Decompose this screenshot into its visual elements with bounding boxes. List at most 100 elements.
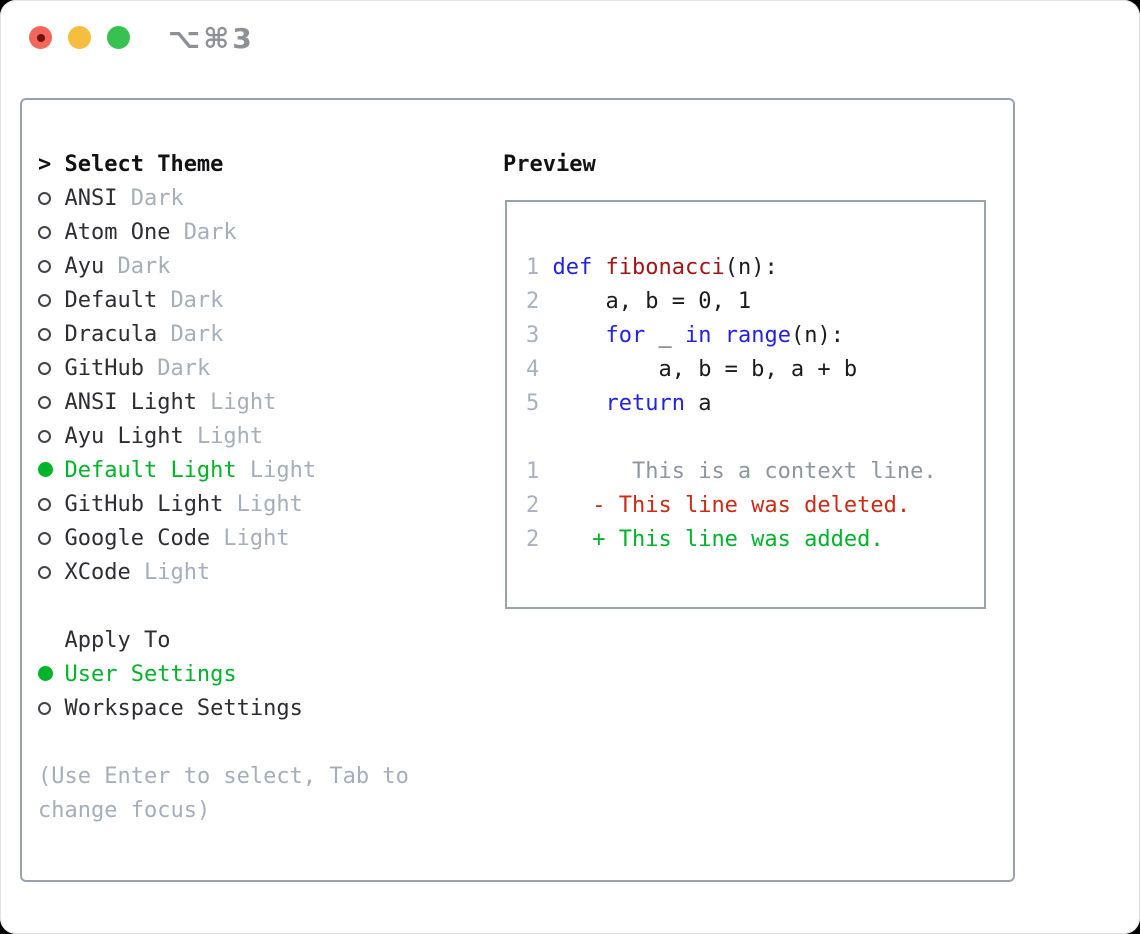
apply-option-workspace-settings[interactable]: Workspace Settings xyxy=(38,692,409,726)
theme-name: Default Light xyxy=(64,458,237,483)
theme-name: Dracula xyxy=(64,322,158,347)
code-line: 5 return a xyxy=(526,387,984,421)
code-segment-kw: return xyxy=(605,391,685,416)
radio-icon xyxy=(38,556,64,590)
apply-option-user-settings[interactable]: User Settings xyxy=(38,658,409,692)
radio-icon xyxy=(38,216,64,250)
theme-variant-label: Light xyxy=(223,526,290,551)
theme-variant-label: Dark xyxy=(157,356,211,381)
code-line: 1 def fibonacci(n): xyxy=(526,251,984,285)
theme-name: Google Code xyxy=(64,526,211,551)
code-segment-plain: a, b = 0, 1 xyxy=(552,289,752,314)
code-segment-plain xyxy=(711,323,724,348)
radio-unselected-icon xyxy=(38,702,51,715)
theme-name: Atom One xyxy=(64,220,171,245)
code-line xyxy=(526,421,984,455)
code-segment-num: 3 xyxy=(526,323,553,348)
code-segment-plain: _ xyxy=(645,323,685,348)
theme-variant-label: Dark xyxy=(130,186,184,211)
hint-text-line-1: (Use Enter to select, Tab to xyxy=(38,764,409,789)
radio-icon xyxy=(38,692,64,726)
theme-variant-label: Dark xyxy=(117,254,171,279)
code-segment-num: 2 xyxy=(526,527,553,552)
theme-option-ayu[interactable]: Ayu Dark xyxy=(38,250,409,284)
radio-icon xyxy=(38,454,64,488)
zoom-button[interactable] xyxy=(107,26,130,49)
code-segment-num: 2 xyxy=(526,289,553,314)
radio-icon xyxy=(38,420,64,454)
hint-text-line-2: change focus) xyxy=(38,798,211,823)
code-segment-plain xyxy=(553,391,606,416)
code-segment-plain xyxy=(553,323,606,348)
code-segment-fn: fibonacci xyxy=(605,255,725,280)
close-button[interactable] xyxy=(29,26,52,49)
code-line: 4 a, b = b, a + b xyxy=(526,353,984,387)
radio-unselected-icon xyxy=(38,430,51,443)
cursor-marker: > xyxy=(38,152,52,177)
theme-variant-label: Dark xyxy=(170,322,224,347)
radio-unselected-icon xyxy=(38,566,51,579)
theme-name: Ayu xyxy=(64,254,105,279)
radio-icon xyxy=(38,522,64,556)
code-segment-kw: def xyxy=(552,255,593,280)
radio-icon xyxy=(38,352,64,386)
blank-marker xyxy=(38,624,64,658)
radio-unselected-icon xyxy=(38,498,51,511)
radio-icon xyxy=(38,182,64,216)
radio-unselected-icon xyxy=(38,226,51,239)
apply-option-name: User Settings xyxy=(64,662,237,687)
traffic-lights xyxy=(29,26,130,49)
radio-icon xyxy=(38,488,64,522)
theme-option-ansi[interactable]: ANSI Dark xyxy=(38,182,409,216)
theme-option-google-code[interactable]: Google Code Light xyxy=(38,522,409,556)
code-line: 2 a, b = 0, 1 xyxy=(526,285,984,319)
radio-unselected-icon xyxy=(38,532,51,545)
theme-name: ANSI Light xyxy=(64,390,197,415)
radio-icon xyxy=(38,386,64,420)
code-line: 3 for _ in range(n): xyxy=(526,319,984,353)
radio-icon xyxy=(38,250,64,284)
theme-variant-label: Light xyxy=(236,492,303,517)
theme-name: XCode xyxy=(64,560,131,585)
minimize-button[interactable] xyxy=(68,26,91,49)
radio-unselected-icon xyxy=(38,396,51,409)
code-segment-plain: (n): xyxy=(790,323,844,348)
code-segment-del: - This line was deleted. xyxy=(552,493,911,518)
radio-unselected-icon xyxy=(38,192,51,205)
apply-to-title: Apply To xyxy=(64,628,171,653)
theme-variant-label: Light xyxy=(196,424,264,449)
theme-name: Default xyxy=(64,288,158,313)
select-theme-title: Select Theme xyxy=(64,152,224,177)
code-segment-num: 1 xyxy=(526,459,553,484)
theme-variant-label: Light xyxy=(210,390,277,415)
radio-unselected-icon xyxy=(38,328,51,341)
code-segment-kw: range xyxy=(724,323,791,348)
radio-unselected-icon xyxy=(38,260,51,273)
theme-option-dracula[interactable]: Dracula Dark xyxy=(38,318,409,352)
theme-option-xcode[interactable]: XCode Light xyxy=(38,556,409,590)
code-segment-plain: a, b = b, a + b xyxy=(552,357,858,382)
code-line: 1 This is a context line. xyxy=(526,455,984,489)
code-line: 2 + This line was added. xyxy=(526,523,984,557)
window-title: ⌥⌘3 xyxy=(168,22,255,55)
radio-unselected-icon xyxy=(38,362,51,375)
theme-name: ANSI xyxy=(64,186,118,211)
code-segment-add: + This line was added. xyxy=(552,527,884,552)
theme-option-ansi-light[interactable]: ANSI Light Light xyxy=(38,386,409,420)
radio-icon xyxy=(38,318,64,352)
code-segment-num: 2 xyxy=(526,493,553,518)
radio-icon xyxy=(38,284,64,318)
spacer xyxy=(38,726,409,760)
theme-variant-label: Light xyxy=(143,560,211,585)
code-segment-num: 4 xyxy=(526,357,553,382)
select-theme-header: > Select Theme xyxy=(38,148,409,182)
theme-option-default[interactable]: Default Dark xyxy=(38,284,409,318)
theme-variant-label: Dark xyxy=(170,288,224,313)
